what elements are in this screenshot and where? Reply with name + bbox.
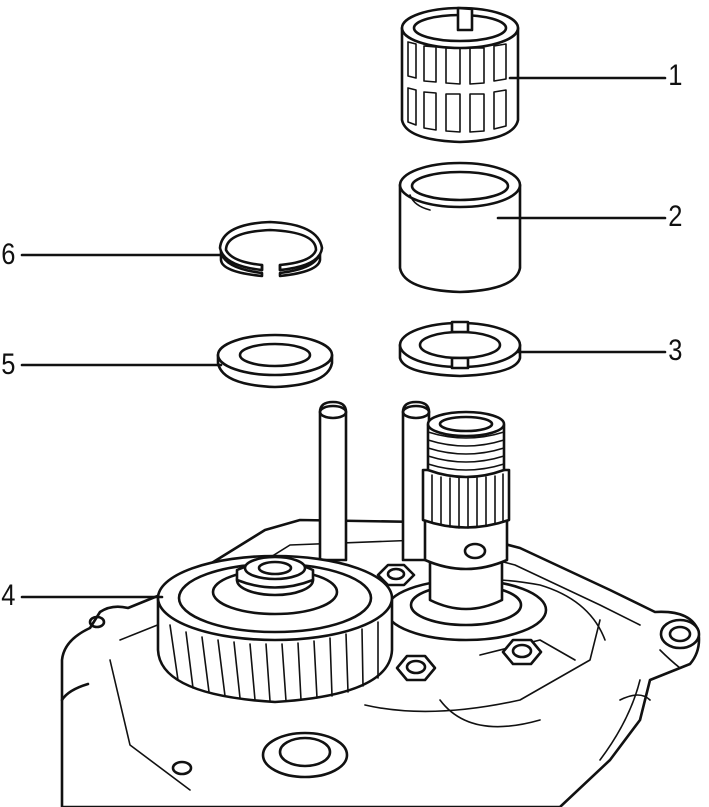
leader-lines	[20, 76, 667, 599]
flat-washer	[216, 333, 334, 389]
dowel-pins	[318, 400, 431, 562]
slotted-thrust-ring	[398, 320, 522, 378]
callout-4: 4	[1, 579, 16, 612]
callout-1: 1	[668, 59, 683, 92]
output-shaft	[384, 410, 548, 642]
callout-6: 6	[1, 238, 16, 271]
snap-ring	[218, 220, 324, 278]
needle-bearing-cage	[400, 6, 520, 144]
housing-bolts	[376, 563, 543, 682]
callout-5: 5	[1, 348, 16, 381]
helical-gear	[156, 554, 394, 704]
callout-3: 3	[668, 334, 683, 367]
bushing-sleeve	[398, 161, 522, 294]
callout-2: 2	[668, 200, 683, 233]
